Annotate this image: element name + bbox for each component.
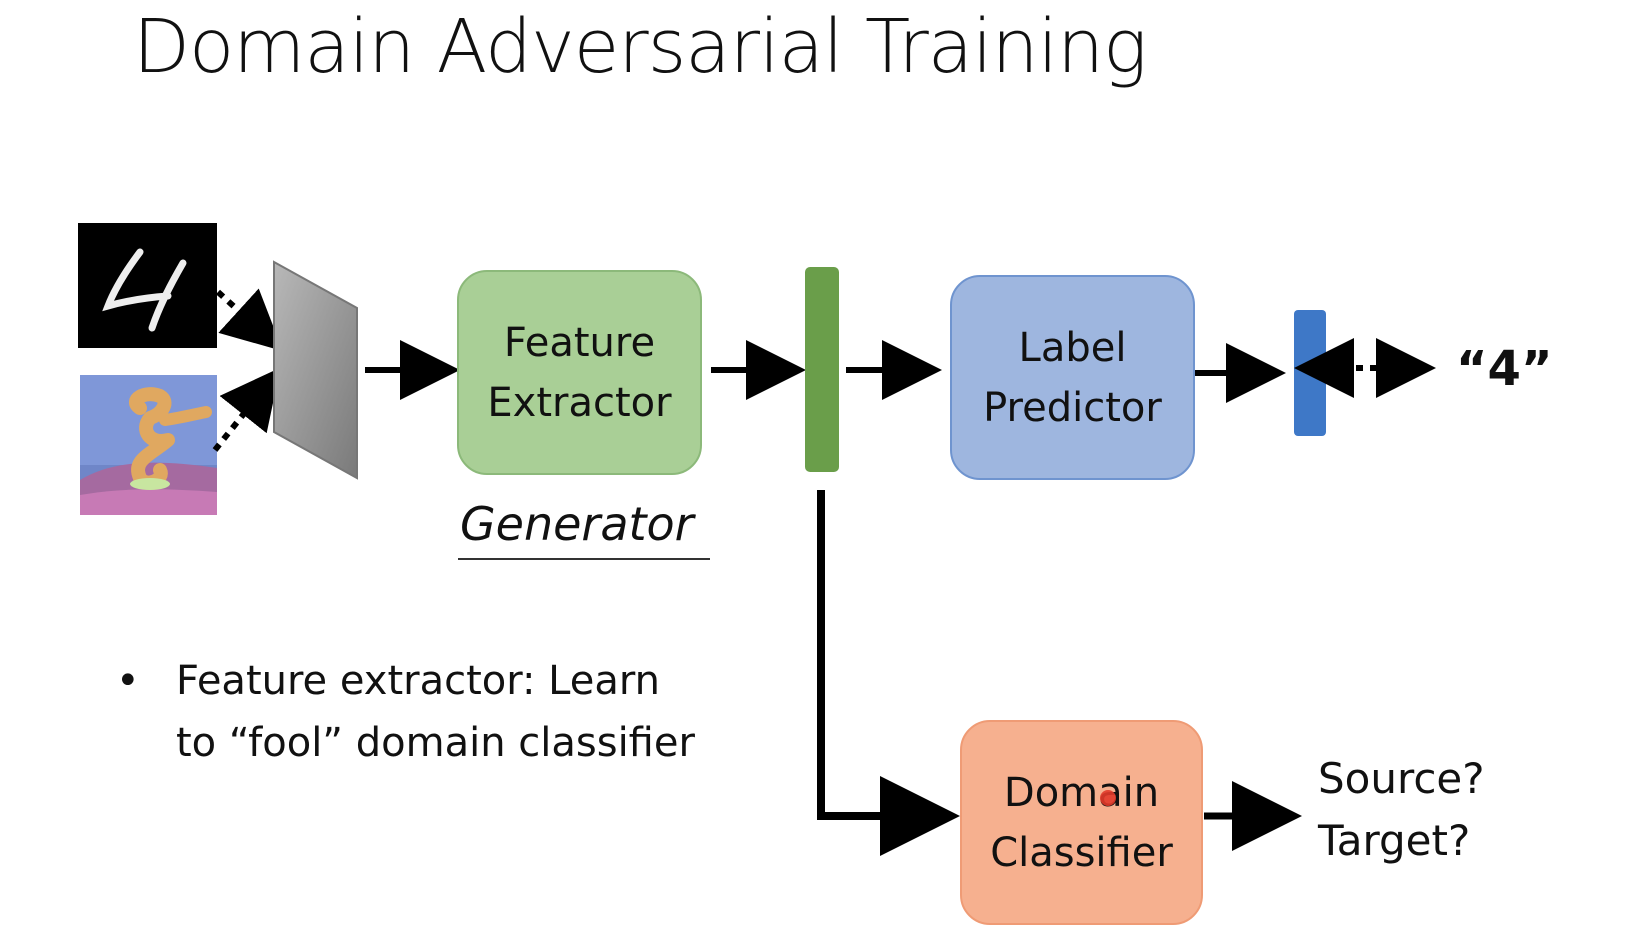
mnistm-digit-image bbox=[80, 375, 217, 515]
feature-extractor-label-line1: Feature bbox=[503, 319, 656, 366]
input-arrow-mnistm bbox=[212, 367, 281, 452]
input-plane bbox=[273, 260, 358, 480]
domain-classifier-box: Domain Classifier bbox=[960, 720, 1203, 925]
bullet-line-2: to “fool” domain classifier bbox=[176, 720, 695, 766]
feature-extractor-label-line2: Extractor bbox=[487, 379, 672, 426]
generator-underline bbox=[458, 558, 710, 560]
domain-classifier-label-line1: Domain bbox=[1003, 769, 1160, 816]
arrow-vector-to-domain-classifier bbox=[817, 490, 960, 856]
label-vector bbox=[1294, 310, 1326, 436]
domain-output-target: Target? bbox=[1318, 816, 1471, 865]
mnist-digit-image bbox=[78, 223, 217, 348]
ground-truth-label: “4” bbox=[1456, 341, 1553, 397]
feature-extractor-box: Feature Extractor bbox=[457, 270, 702, 475]
feature-vector bbox=[805, 267, 839, 472]
domain-classifier-label-line2: Classifier bbox=[990, 829, 1173, 876]
domain-output-source: Source? bbox=[1318, 754, 1485, 803]
domain-output-label: Source? Target? bbox=[1318, 748, 1485, 872]
bullet-marker: • bbox=[116, 658, 140, 704]
slide-title: Domain Adversarial Training bbox=[133, 4, 1147, 90]
generator-label: Generator bbox=[460, 497, 694, 551]
bullet-line-1: Feature extractor: Learn bbox=[176, 658, 660, 704]
label-predictor-label-line1: Label bbox=[1018, 324, 1127, 371]
laser-pointer-dot bbox=[1100, 790, 1116, 806]
input-arrow-mnist bbox=[215, 288, 283, 352]
label-predictor-box: Label Predictor bbox=[950, 275, 1195, 480]
label-predictor-label-line2: Predictor bbox=[983, 384, 1162, 431]
